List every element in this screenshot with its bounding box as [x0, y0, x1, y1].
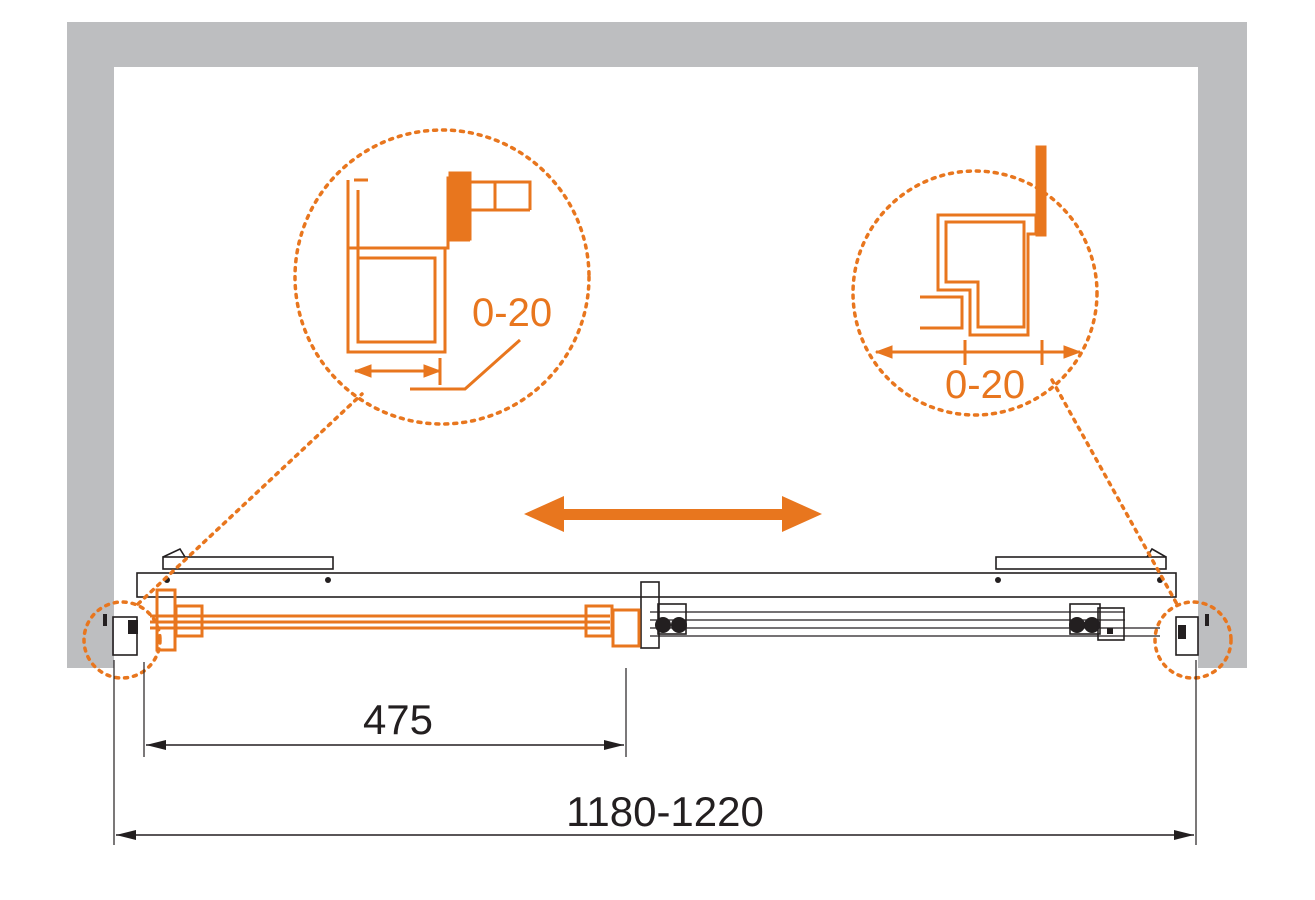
left-adjustment-label: 0-20: [472, 291, 552, 335]
overall-width-dimension: 1180-1220: [113, 660, 1197, 845]
left-leader-line: [136, 392, 364, 606]
right-detail: 0-20: [851, 145, 1099, 417]
door-width-dimension: 475: [143, 662, 627, 757]
right-joint-marker: [1153, 600, 1233, 680]
double-headed-arrow-icon: [524, 496, 822, 532]
right-wall-profile: [1175, 614, 1209, 656]
left-detail: 0-20: [293, 128, 591, 426]
left-joint-marker: [82, 600, 162, 680]
overall-width-label: 1180-1220: [566, 788, 764, 835]
sliding-door: [150, 588, 641, 652]
top-rail: [136, 547, 1177, 598]
right-leader-line: [1050, 378, 1180, 608]
wall-niche: [67, 22, 1247, 668]
door-width-label: 475: [363, 696, 433, 743]
left-wall-profile: [103, 614, 138, 656]
fixed-panel: [640, 581, 1160, 649]
right-adjustment-label: 0-20: [945, 363, 1025, 407]
